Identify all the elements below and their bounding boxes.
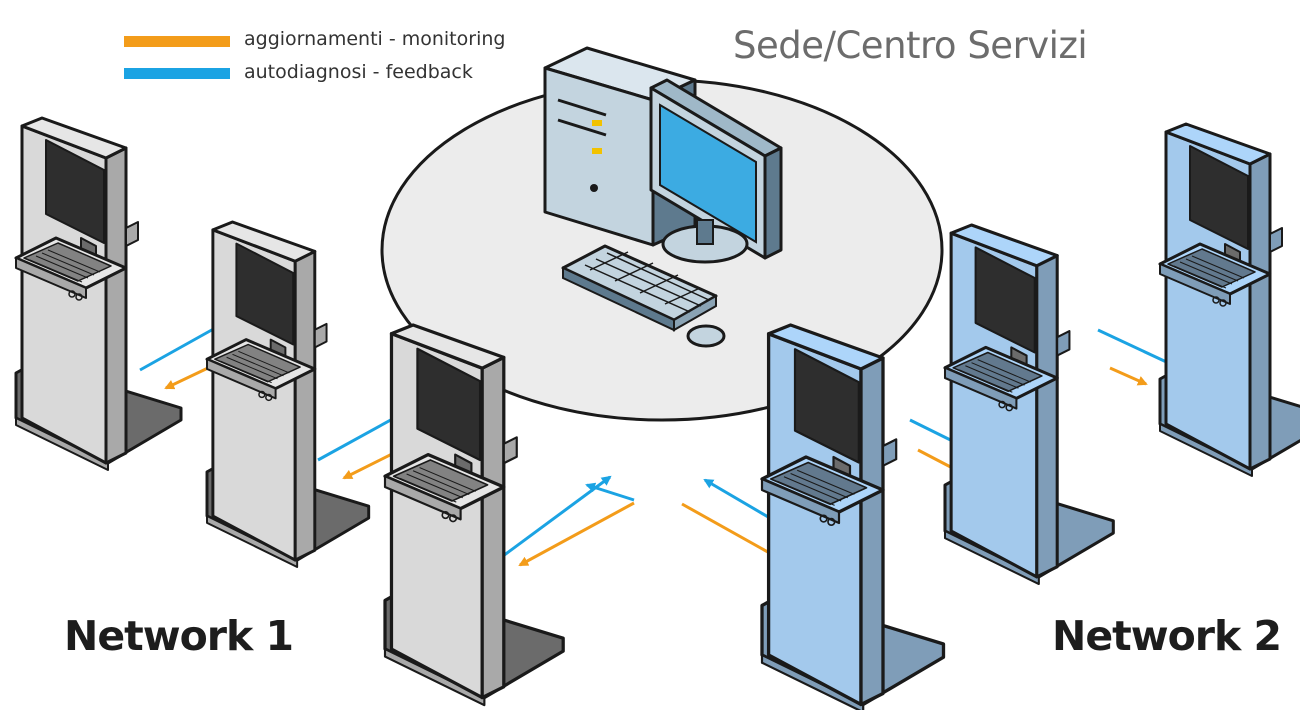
- flow-arrow-orange: [518, 501, 635, 567]
- flow-arrow-blue: [502, 475, 612, 558]
- kiosk-icon: [205, 220, 371, 568]
- kiosk-icon: [943, 223, 1115, 586]
- server-title: Sede/Centro Servizi: [733, 24, 1088, 67]
- legend-label-diagnostics-feedback: autodiagnosi - feedback: [244, 61, 473, 83]
- mouse-icon: [686, 324, 726, 348]
- flow-arrow-blue: [1097, 328, 1176, 368]
- network-1-label: Network 1: [64, 612, 294, 660]
- flow-arrow-orange: [164, 366, 209, 390]
- kiosk-icon: [14, 116, 183, 471]
- kiosk-icon: [760, 323, 946, 710]
- legend-blue-swatch: [124, 68, 230, 79]
- kiosk-group: [14, 116, 1300, 710]
- kiosk-icon: [383, 323, 565, 707]
- legend-orange-swatch: [124, 36, 230, 47]
- legend-label-updates-monitoring: aggiornamenti - monitoring: [244, 28, 506, 50]
- server-computer-icon: [543, 46, 783, 264]
- flow-arrow-orange: [1109, 366, 1148, 386]
- keyboard-icon: [561, 244, 718, 332]
- network-2-label: Network 2: [1052, 612, 1282, 660]
- kiosk-icon: [1158, 122, 1300, 477]
